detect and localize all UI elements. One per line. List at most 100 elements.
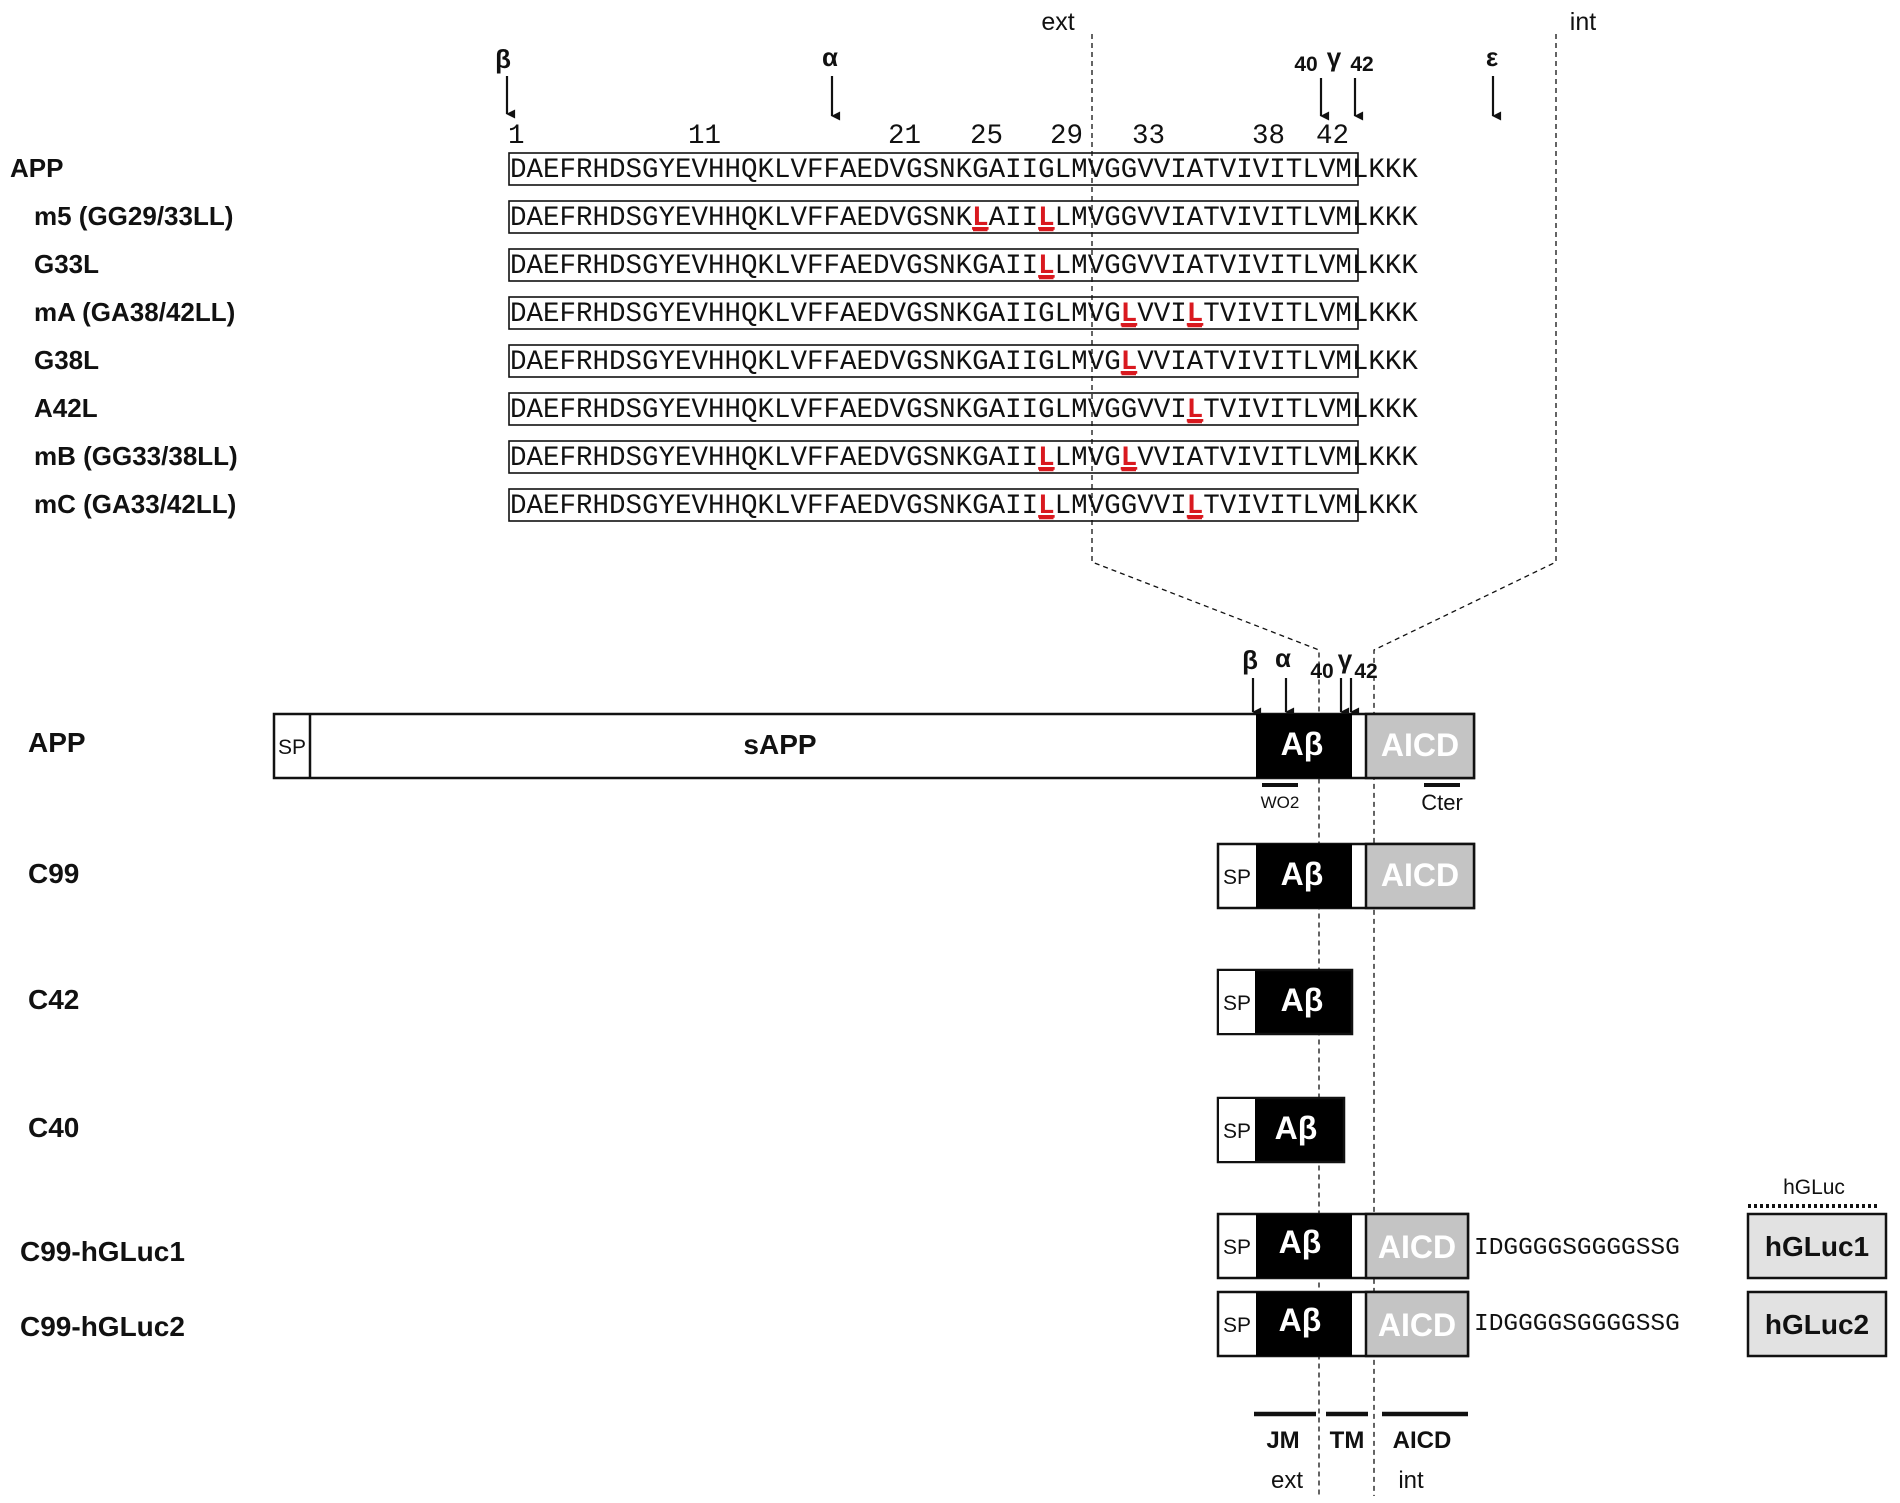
bottom-ext-label: ext bbox=[1271, 1467, 1303, 1494]
position-numbers: 1 11 21 25 29 33 38 42 bbox=[508, 121, 1349, 152]
alpha-site-label: α bbox=[822, 42, 838, 72]
sequence-row-label: mA (GA38/42LL) bbox=[34, 297, 235, 327]
abeta42-region-box bbox=[508, 152, 1359, 186]
sequence-text: DAEFRHDSGYEVHHQKLVFFAEDVGSNKGAIIGLMVGLVV… bbox=[510, 299, 1418, 330]
position-number: 21 bbox=[888, 121, 921, 152]
aicd-region-label: AICD bbox=[1393, 1427, 1452, 1454]
c99-hgluc2-aicd-block bbox=[1364, 1290, 1470, 1358]
c40-cleavage-label: 40 bbox=[1310, 660, 1333, 683]
app-aicd-block bbox=[1364, 712, 1476, 780]
sequence-row-label: G33L bbox=[34, 249, 99, 279]
c99-aicd-block bbox=[1364, 842, 1476, 910]
construct-label-c40: C40 bbox=[28, 1112, 79, 1143]
cter-epitope-label: Cter bbox=[1421, 790, 1463, 815]
c99-hgluc2-aicd-label: AICD bbox=[1378, 1307, 1456, 1343]
sequence-row-label: mB (GG33/38LL) bbox=[34, 441, 238, 471]
c99-hgluc1-abeta-label: Aβ bbox=[1279, 1224, 1322, 1260]
construct-label-c99: C99 bbox=[28, 858, 79, 889]
app-abeta-block bbox=[1256, 714, 1352, 778]
beta-cleavage-label: β bbox=[1242, 645, 1258, 675]
c99-aicd-label: AICD bbox=[1381, 857, 1459, 893]
site-42-label: 42 bbox=[1350, 53, 1373, 76]
sequence-row: mB (GG33/38LL) DAEFRHDSGYEVHHQKLVFFAEDVGS… bbox=[34, 440, 1418, 474]
c99-hgluc1-abeta-block bbox=[1256, 1214, 1352, 1278]
c99-hgluc2-sp-label: SP bbox=[1223, 1314, 1251, 1337]
position-number: 25 bbox=[970, 121, 1003, 152]
abeta42-region-box bbox=[508, 392, 1359, 426]
hgluc2-tag-label: hGLuc2 bbox=[1765, 1309, 1869, 1340]
abeta42-region-box bbox=[508, 344, 1359, 378]
c99-hgluc2-abeta-label: Aβ bbox=[1279, 1302, 1322, 1338]
construct-label-app: APP bbox=[28, 727, 86, 758]
ext-label: ext bbox=[1041, 8, 1074, 36]
gamma-site-label: γ bbox=[1327, 42, 1342, 72]
c99-abeta-block bbox=[1256, 844, 1352, 908]
sequence-row-label: mC (GA33/42LL) bbox=[34, 489, 236, 519]
position-number: 1 bbox=[508, 121, 525, 152]
c99-hgluc1-aicd-block bbox=[1364, 1212, 1470, 1280]
int-label: int bbox=[1570, 8, 1596, 36]
sequence-row: mA (GA38/42LL) DAEFRHDSGYEVHHQKLVFFAEDVGS… bbox=[34, 296, 1418, 330]
sequence-row-label: G38L bbox=[34, 345, 99, 375]
sequence-row: G38L DAEFRHDSGYEVHHQKLVFFAEDVGSNKGAIIGLMV… bbox=[34, 344, 1418, 378]
position-number: 38 bbox=[1252, 121, 1285, 152]
site-40-label: 40 bbox=[1294, 53, 1317, 76]
sequence-row: A42L DAEFRHDSGYEVHHQKLVFFAEDVGSNKGAIIGLMV… bbox=[34, 392, 1418, 426]
c40-sp-label: SP bbox=[1223, 1120, 1251, 1143]
c40-abeta-label: Aβ bbox=[1275, 1110, 1318, 1146]
sequence-row-label: m5 (GG29/33LL) bbox=[34, 201, 233, 231]
bottom-int-label: int bbox=[1398, 1467, 1424, 1494]
sequence-row: m5 (GG29/33LL) DAEFRHDSGYEVHHQKLVFFAEDVGS… bbox=[34, 200, 1418, 234]
c99-abeta-label: Aβ bbox=[1281, 856, 1324, 892]
sequence-row-label: APP bbox=[10, 153, 63, 183]
c99-hgluc2-abeta-block bbox=[1256, 1292, 1352, 1356]
sequence-text: DAEFRHDSGYEVHHQKLVFFAEDVGSNKGAIILLMVGGVV… bbox=[510, 251, 1418, 282]
sequence-text: DAEFRHDSGYEVHHQKLVFFAEDVGSNKGAIILLMVGLVV… bbox=[510, 443, 1418, 474]
sequence-row: G33L DAEFRHDSGYEVHHQKLVFFAEDVGSNKGAIILLMV… bbox=[34, 248, 1418, 282]
app-abeta-label: Aβ bbox=[1281, 726, 1324, 762]
c99-hgluc1-aicd-label: AICD bbox=[1378, 1229, 1456, 1265]
c99-hgluc2-linker: IDGGGGSGGGGSSG bbox=[1474, 1311, 1680, 1338]
int-boundary-line bbox=[1373, 34, 1557, 1496]
hgluc2-tag-box bbox=[1746, 1290, 1888, 1358]
sequence-row: mC (GA33/42LL) DAEFRHDSGYEVHHQKLVFFAEDVGS… bbox=[34, 488, 1418, 522]
tm-region-label: TM bbox=[1330, 1427, 1365, 1454]
c99-sp-label: SP bbox=[1223, 866, 1251, 889]
sequence-text: DAEFRHDSGYEVHHQKLVFFAEDVGSNKGAIIGLMVGLVV… bbox=[510, 347, 1418, 378]
construct-label-c99-hgluc1: C99-hGLuc1 bbox=[20, 1236, 185, 1267]
position-number: 42 bbox=[1316, 121, 1349, 152]
hgluc1-tag-box bbox=[1746, 1212, 1888, 1280]
abeta42-region-box bbox=[508, 200, 1359, 234]
app-sp-label: SP bbox=[278, 736, 306, 759]
wo2-epitope-label: WO2 bbox=[1261, 793, 1300, 812]
alpha-cleavage-label: α bbox=[1275, 643, 1291, 673]
abeta42-region-box bbox=[508, 248, 1359, 282]
epsilon-site-label: ε bbox=[1486, 42, 1498, 72]
position-number: 29 bbox=[1050, 121, 1083, 152]
hgluc1-tag-label: hGLuc1 bbox=[1765, 1231, 1869, 1262]
sequence-text: DAEFRHDSGYEVHHQKLVFFAEDVGSNKGAIIGLMVGGVV… bbox=[510, 395, 1418, 426]
c99-hgluc1-linker: IDGGGGSGGGGSSG bbox=[1474, 1235, 1680, 1262]
c42-sp-block bbox=[1219, 971, 1255, 1033]
abeta42-region-box bbox=[508, 296, 1359, 330]
ext-boundary-line bbox=[1091, 34, 1320, 1496]
sequence-row-label: A42L bbox=[34, 393, 98, 423]
beta-site-label: β bbox=[495, 44, 511, 74]
c42-cleavage-label: 42 bbox=[1354, 660, 1377, 683]
c40-sp-block bbox=[1219, 1099, 1255, 1161]
abeta42-region-box bbox=[508, 488, 1359, 522]
construct-label-c42: C42 bbox=[28, 984, 79, 1015]
jm-region-label: JM bbox=[1266, 1427, 1299, 1454]
position-number: 33 bbox=[1132, 121, 1165, 152]
c42-abeta-label: Aβ bbox=[1281, 982, 1324, 1018]
app-aicd-label: AICD bbox=[1381, 727, 1459, 763]
app-sapp-label: sAPP bbox=[743, 729, 816, 760]
position-number: 11 bbox=[688, 121, 721, 152]
sequence-text: DAEFRHDSGYEVHHQKLVFFAEDVGSNKLAIILLMVGGVV… bbox=[510, 203, 1418, 234]
c99-hgluc1-sp-label: SP bbox=[1223, 1236, 1251, 1259]
gamma-cleavage-label: γ bbox=[1338, 644, 1353, 674]
sequence-text: DAEFRHDSGYEVHHQKLVFFAEDVGSNKGAIILLMVGGVV… bbox=[510, 491, 1418, 522]
abeta42-region-box bbox=[508, 440, 1359, 474]
